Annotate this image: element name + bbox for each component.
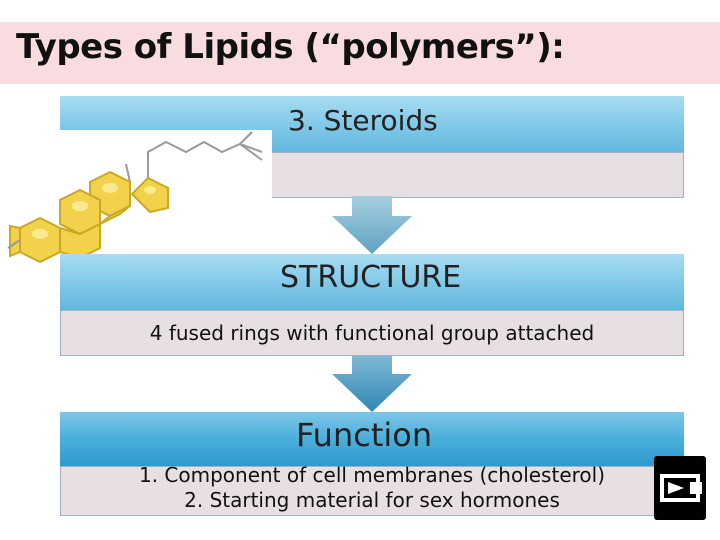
title-bar (0, 22, 720, 84)
steroids-heading: 3. Steroids (288, 104, 438, 137)
function-band (60, 412, 684, 468)
function-line-2: 2. Starting material for sex hormones (184, 488, 560, 512)
steroid-molecule-icon (0, 130, 272, 270)
structure-heading: STRUCTURE (280, 260, 462, 295)
structure-box: 4 fused rings with functional group atta… (60, 310, 684, 356)
down-arrow-icon (332, 196, 412, 254)
return-icon-glyph (660, 474, 702, 502)
function-box: 1. Component of cell membranes (choleste… (60, 463, 684, 516)
down-arrow-icon (332, 356, 412, 412)
return-icon[interactable] (654, 456, 706, 520)
function-line-1: 1. Component of cell membranes (choleste… (138, 463, 606, 487)
slide-title: Types of Lipids (“polymers”): (16, 27, 565, 67)
structure-band (60, 254, 684, 310)
structure-body: 4 fused rings with functional group atta… (149, 321, 595, 345)
function-heading: Function (296, 416, 433, 454)
